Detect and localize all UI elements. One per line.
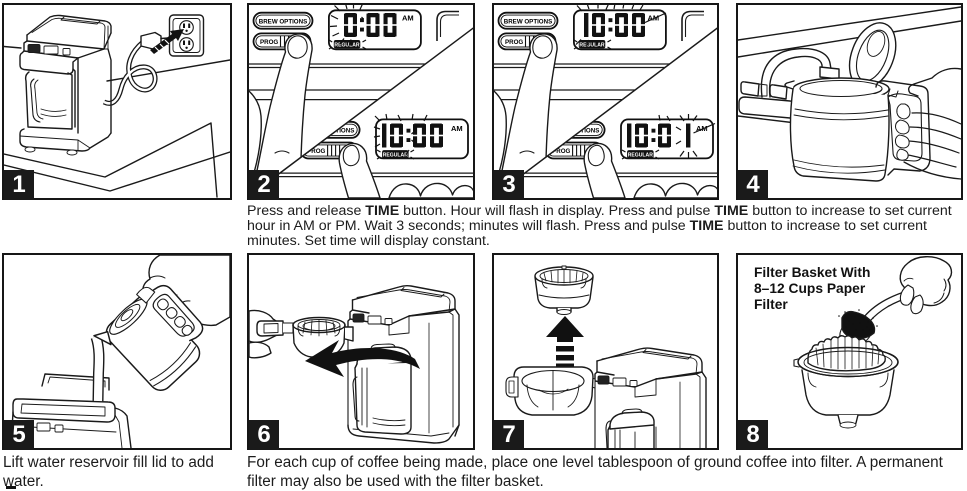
svg-text:AM: AM	[402, 14, 414, 23]
svg-text:AM: AM	[451, 124, 463, 133]
